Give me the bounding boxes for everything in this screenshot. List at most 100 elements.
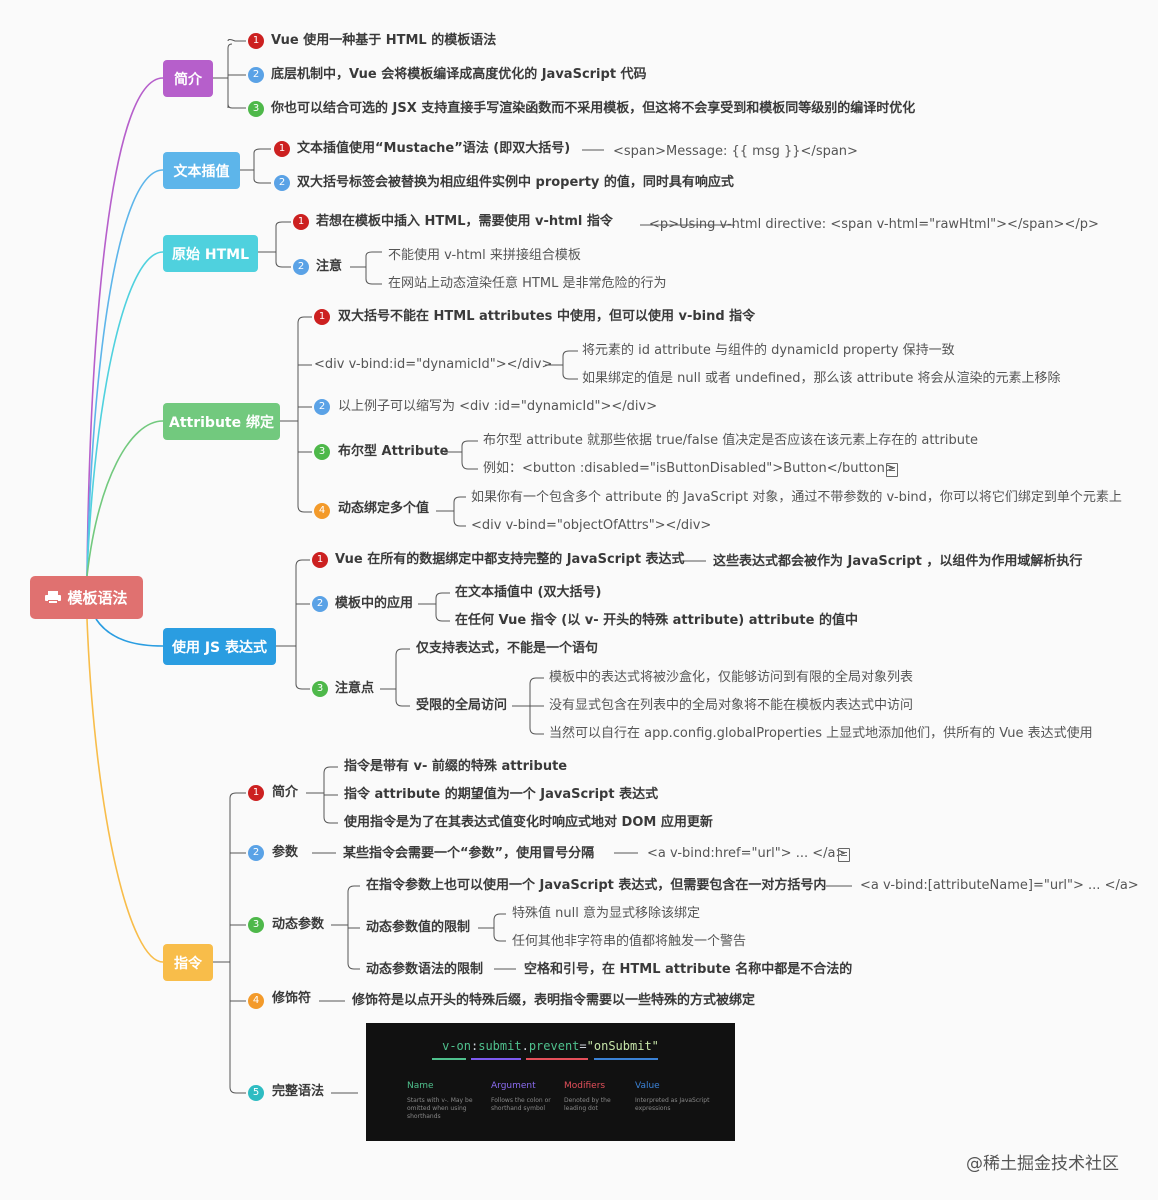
syntax-colon: : bbox=[471, 1039, 479, 1053]
attr-code-note-2: 如果绑定的值是 null 或者 undefined，那么该 attribute … bbox=[582, 371, 1061, 386]
branch-js-label: 使用 JS 表达式 bbox=[171, 639, 268, 656]
branch-text-interpolation[interactable]: 文本插值 bbox=[163, 152, 240, 189]
attr-item-3: 布尔型 Attribute bbox=[338, 444, 449, 459]
js-item-3: 注意点 bbox=[335, 681, 375, 696]
rawhtml-example: <p>Using v-html directive: <span v-html=… bbox=[649, 217, 1099, 232]
attr-multi-note-1: 如果你有一个包含多个 attribute 的 JavaScript 对象，通过不… bbox=[471, 490, 1122, 505]
attr-item-4: 动态绑定多个值 bbox=[338, 501, 430, 516]
badge-5: 5 bbox=[248, 1085, 264, 1101]
name-underline bbox=[432, 1058, 466, 1060]
dir-dyn-3-note: 空格和引号，在 HTML attribute 名称中都是不合法的 bbox=[524, 962, 853, 977]
dir-arg-note: 某些指令会需要一个“参数”，使用冒号分隔 bbox=[343, 846, 595, 861]
modifier-underline bbox=[526, 1058, 588, 1060]
branch-attr-label: Attribute 绑定 bbox=[169, 414, 274, 431]
branch-attribute-binding[interactable]: Attribute 绑定 bbox=[163, 403, 280, 440]
badge-3: 3 bbox=[312, 681, 328, 697]
dir-item-4: 修饰符 bbox=[272, 991, 312, 1006]
syntax-argument-desc: Follows the colon or shorthand symbol bbox=[491, 1097, 551, 1112]
branch-directives[interactable]: 指令 bbox=[163, 944, 213, 981]
dir-intro-note-1: 指令是带有 v- 前缀的特殊 attribute bbox=[344, 759, 568, 774]
syntax-value: "onSubmit" bbox=[586, 1039, 659, 1053]
badge-2: 2 bbox=[293, 259, 309, 275]
js-usage-1: 在文本插值中 (双大括号) bbox=[455, 585, 602, 600]
syntax-argument: submit bbox=[478, 1039, 522, 1053]
syntax-modifier: prevent bbox=[528, 1039, 580, 1053]
watermark: @稀土掘金技术社区 bbox=[966, 1154, 1119, 1174]
branch-raw-html[interactable]: 原始 HTML bbox=[163, 235, 258, 272]
js-global-note-3: 当然可以自行在 app.config.globalProperties 上显式地… bbox=[549, 726, 1093, 741]
dir-dyn-2-note-1: 特殊值 null 意为显式移除该绑定 bbox=[512, 906, 700, 921]
syntax-modifier-desc: Denoted by the leading dot bbox=[564, 1097, 611, 1112]
rawhtml-note-2: 在网站上动态渲染任意 HTML 是非常危险的行为 bbox=[388, 276, 667, 291]
dir-dyn-2: 动态参数值的限制 bbox=[366, 920, 471, 935]
branch-js-expression[interactable]: 使用 JS 表达式 bbox=[163, 628, 276, 665]
badge-2: 2 bbox=[248, 67, 264, 83]
badge-1: 1 bbox=[293, 214, 309, 230]
text-item-1: 文本插值使用“Mustache”语法 (即双大括号) bbox=[297, 141, 571, 156]
dir-dyn-2-note-2: 任何其他非字符串的值都将触发一个警告 bbox=[512, 934, 747, 949]
badge-2: 2 bbox=[314, 399, 330, 415]
argument-underline bbox=[471, 1058, 521, 1060]
dir-dyn-3: 动态参数语法的限制 bbox=[366, 962, 484, 977]
attr-code-note-1: 将元素的 id attribute 与组件的 dynamicId propert… bbox=[582, 343, 955, 358]
dir-intro-note-3: 使用指令是为了在其表达式值变化时响应式地对 DOM 应用更新 bbox=[344, 815, 713, 830]
dir-item-1: 简介 bbox=[272, 785, 299, 800]
rawhtml-item-2: 注意 bbox=[316, 259, 343, 274]
js-point-2: 受限的全局访问 bbox=[416, 698, 508, 713]
badge-2: 2 bbox=[312, 596, 328, 612]
syntax-code: v-on:submit.prevent="onSubmit" bbox=[366, 1039, 735, 1053]
syntax-argument-label: Argument bbox=[491, 1081, 536, 1091]
js-item-1-note: 这些表达式都会被作为 JavaScript ，以组件为作用域解析执行 bbox=[713, 554, 1083, 569]
badge-3: 3 bbox=[314, 444, 330, 460]
syntax-value-desc: Interpreted as JavaScript expressions bbox=[635, 1097, 710, 1112]
dir-item-5: 完整语法 bbox=[272, 1084, 325, 1099]
dir-item-2: 参数 bbox=[272, 845, 299, 860]
syntax-dot: . bbox=[521, 1039, 529, 1053]
attr-code: <div v-bind:id="dynamicId"></div> bbox=[314, 357, 553, 372]
js-point-1: 仅支持表达式，不能是一个语句 bbox=[416, 641, 599, 656]
badge-3: 3 bbox=[248, 917, 264, 933]
attr-item-1: 双大括号不能在 HTML attributes 中使用，但可以使用 v-bind… bbox=[338, 309, 756, 324]
syntax-value-label: Value bbox=[635, 1081, 660, 1091]
branch-intro[interactable]: 简介 bbox=[163, 60, 213, 97]
root-label: 模板语法 bbox=[67, 589, 128, 607]
badge-2: 2 bbox=[274, 175, 290, 191]
attr-bool-note-1: 布尔型 attribute 就那些依据 true/false 值决定是否应该在该… bbox=[483, 433, 979, 448]
badge-4: 4 bbox=[314, 503, 330, 519]
attr-item-2: 以上例子可以缩写为 <div :id="dynamicId"></div> bbox=[338, 399, 658, 414]
text-item-2: 双大括号标签会被替换为相应组件实例中 property 的值，同时具有响应式 bbox=[297, 175, 734, 190]
intro-item-2: 底层机制中，Vue 会将模板编译成高度优化的 JavaScript 代码 bbox=[271, 67, 647, 82]
badge-1: 1 bbox=[312, 552, 328, 568]
printer-icon bbox=[45, 591, 62, 604]
syntax-equals: = bbox=[579, 1039, 587, 1053]
js-global-note-2: 没有显式包含在列表中的全局对象将不能在模板内表达式中访问 bbox=[549, 698, 914, 713]
syntax-modifier-label: Modifiers bbox=[564, 1081, 606, 1091]
dir-dyn-1-example: <a v-bind:[attributeName]="url"> ... </a… bbox=[860, 878, 1139, 893]
attr-multi-note-2: <div v-bind="objectOfAttrs"></div> bbox=[471, 518, 712, 533]
badge-4: 4 bbox=[248, 993, 264, 1009]
branch-rawhtml-label: 原始 HTML bbox=[172, 246, 249, 263]
note-icon[interactable] bbox=[886, 463, 898, 477]
js-usage-2: 在任何 Vue 指令 (以 v- 开头的特殊 attribute) attrib… bbox=[455, 613, 858, 628]
badge-1: 1 bbox=[314, 309, 330, 325]
branch-intro-label: 简介 bbox=[174, 71, 202, 88]
badge-1: 1 bbox=[274, 141, 290, 157]
syntax-name-label: Name bbox=[407, 1081, 434, 1091]
rawhtml-note-1: 不能使用 v-html 来拼接组合模板 bbox=[388, 248, 581, 263]
js-item-2: 模板中的应用 bbox=[335, 596, 414, 611]
dir-dyn-1: 在指令参数上也可以使用一个 JavaScript 表达式，但需要包含在一对方括号… bbox=[366, 878, 827, 893]
text-example: <span>Message: {{ msg }}</span> bbox=[613, 144, 858, 159]
dir-intro-note-2: 指令 attribute 的期望值为一个 JavaScript 表达式 bbox=[344, 787, 659, 802]
note-icon[interactable] bbox=[838, 848, 850, 862]
directive-syntax-image: v-on:submit.prevent="onSubmit" Name Argu… bbox=[366, 1023, 735, 1141]
syntax-name-desc: Starts with v-. May be omitted when usin… bbox=[407, 1097, 473, 1120]
js-item-1: Vue 在所有的数据绑定中都支持完整的 JavaScript 表达式 bbox=[335, 552, 685, 567]
badge-1: 1 bbox=[248, 33, 264, 49]
intro-item-3: 你也可以结合可选的 JSX 支持直接手写渲染函数而不采用模板，但这将不会享受到和… bbox=[271, 101, 916, 116]
js-global-note-1: 模板中的表达式将被沙盒化，仅能够访问到有限的全局对象列表 bbox=[549, 670, 914, 685]
value-underline bbox=[594, 1058, 658, 1060]
badge-3: 3 bbox=[248, 101, 264, 117]
root-node[interactable]: 模板语法 bbox=[30, 576, 143, 619]
syntax-directive: v-on bbox=[442, 1039, 471, 1053]
badge-2: 2 bbox=[248, 845, 264, 861]
